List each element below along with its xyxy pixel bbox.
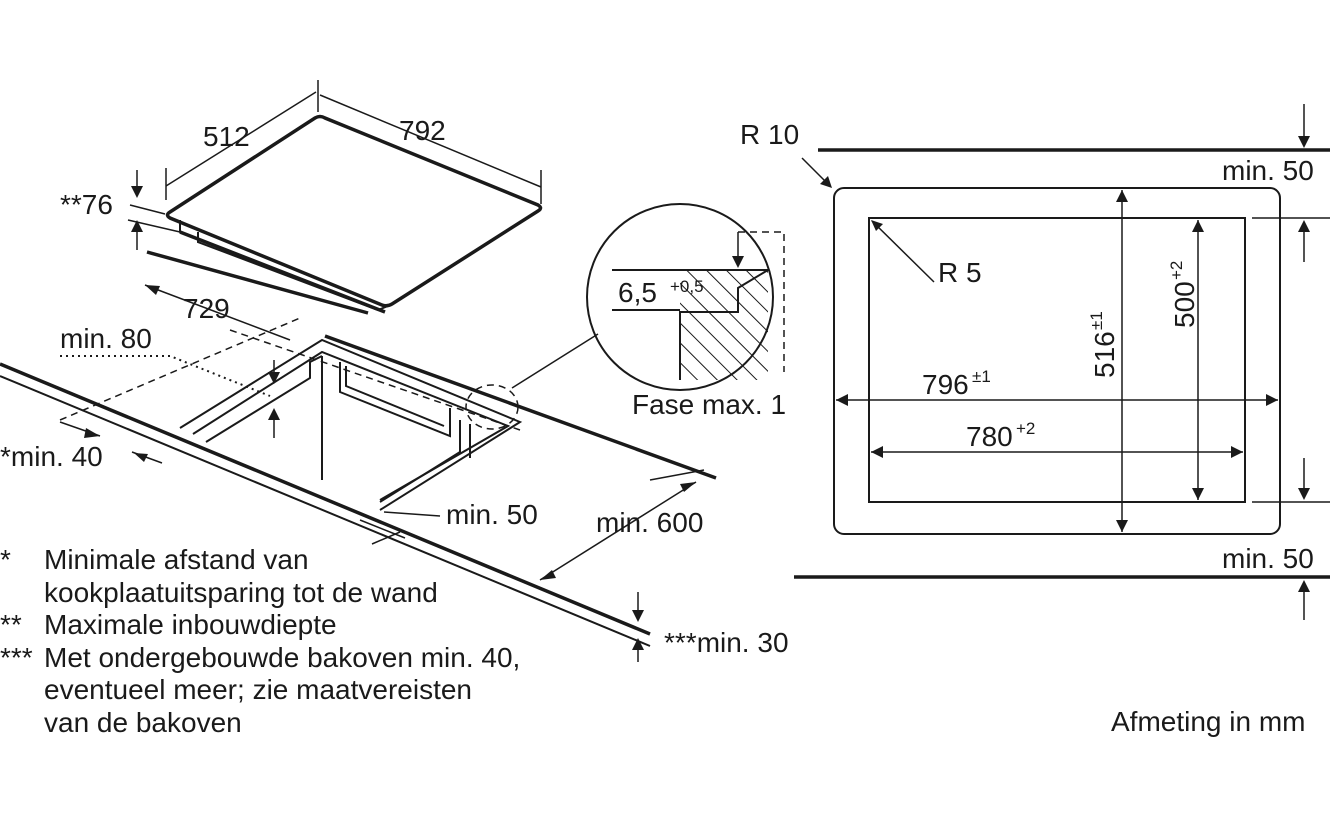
thickness-label: 6,5 bbox=[618, 277, 657, 308]
dim-729-label: 729 bbox=[183, 293, 230, 324]
outer-cutout bbox=[833, 187, 1281, 535]
inner-cutout bbox=[868, 217, 1246, 503]
legend-line: kookplaatuitsparing tot de wand bbox=[44, 576, 438, 608]
legend-line: Minimale afstand van bbox=[44, 544, 309, 575]
bottom-clearance-label: min. 50 bbox=[1222, 543, 1314, 574]
dim-76-label: **76 bbox=[60, 189, 113, 220]
worktop-back-edge bbox=[324, 334, 717, 480]
unit-note: Afmeting in mm bbox=[1111, 706, 1306, 737]
inner-width-label: 780 bbox=[966, 421, 1013, 452]
inner-depth-label: 500 bbox=[1169, 281, 1200, 328]
legend-marker: * bbox=[0, 544, 11, 575]
min-80-label: min. 80 bbox=[60, 323, 152, 354]
hob-glass-top bbox=[165, 114, 543, 308]
inner-radius-label: R 5 bbox=[938, 257, 982, 288]
footnote-legend: * Minimale afstand van kookplaatuitspari… bbox=[0, 544, 520, 739]
top-clearance-label: min. 50 bbox=[1222, 155, 1314, 186]
outer-depth-tolerance: ±1 bbox=[1087, 311, 1106, 330]
outer-width-tolerance: ±1 bbox=[972, 367, 991, 386]
cutout-plan: min. 50 min. 50 R 10 R 5 796 ±1 780 +2 bbox=[740, 104, 1330, 620]
edge-detail-marker bbox=[465, 384, 519, 430]
isometric-view: 512 792 **76 729 bbox=[0, 80, 789, 662]
min-30-label: ***min. 30 bbox=[664, 627, 789, 658]
legend-item: *** Met ondergebouwde bakoven min. 40, e… bbox=[0, 642, 520, 740]
legend-line: van de bakoven bbox=[44, 706, 242, 738]
legend-item: ** Maximale inbouwdiepte bbox=[0, 609, 520, 642]
outer-radius-label: R 10 bbox=[740, 119, 799, 150]
thickness-tolerance: +0,5 bbox=[670, 277, 704, 296]
legend-marker: *** bbox=[0, 641, 33, 673]
outer-width-label: 796 bbox=[922, 369, 969, 400]
dim-792-label: 792 bbox=[399, 115, 446, 146]
legend-item: * Minimale afstand van kookplaatuitspari… bbox=[0, 544, 520, 609]
legend-line: Met ondergebouwde bakoven min. 40, bbox=[44, 641, 521, 673]
bevel-label: Fase max. 1 bbox=[632, 389, 786, 420]
dim-792-line bbox=[319, 94, 542, 188]
dim-512-label: 512 bbox=[203, 121, 250, 152]
dim-512-line bbox=[165, 91, 317, 187]
inner-width-tolerance: +2 bbox=[1016, 419, 1035, 438]
edge-detail: 6,5 +0,5 Fase max. 1 bbox=[586, 203, 786, 420]
outer-depth-label: 516 bbox=[1089, 331, 1120, 378]
min-50-isometric-label: min. 50 bbox=[446, 499, 538, 530]
legend-line: Maximale inbouwdiepte bbox=[44, 609, 337, 640]
legend-marker: ** bbox=[0, 609, 22, 640]
worktop-front-edge bbox=[0, 362, 651, 636]
cutout-opening bbox=[179, 338, 523, 511]
legend-line: eventueel meer; zie maatvereisten bbox=[44, 674, 472, 705]
inner-depth-tolerance: +2 bbox=[1167, 261, 1186, 280]
min-40-label: *min. 40 bbox=[0, 441, 103, 472]
detail-circle bbox=[586, 203, 774, 391]
